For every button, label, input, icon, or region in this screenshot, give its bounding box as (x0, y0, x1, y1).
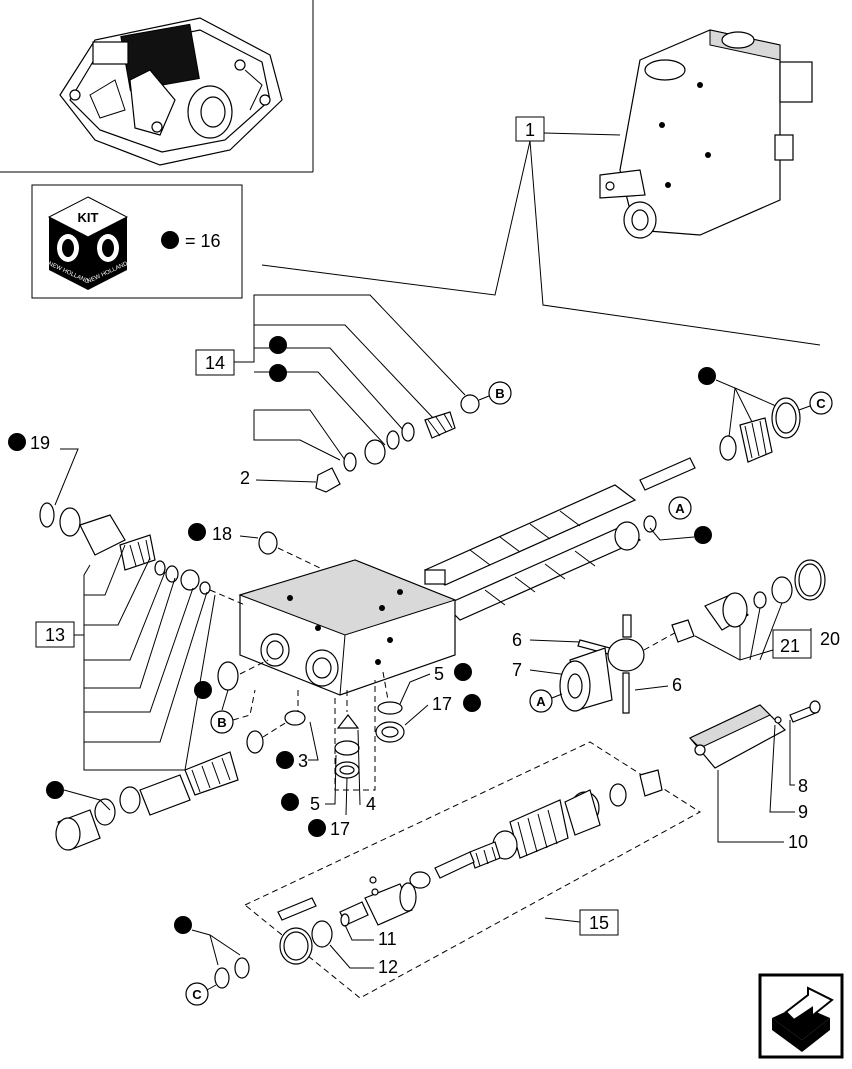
kit-legend: KIT NEW HOLLAND NEW HOLLAND = 16 (31, 184, 243, 299)
callout-1: 1 (525, 120, 535, 140)
callout-2: 2 (240, 468, 250, 488)
ref-c-lower: C (192, 987, 202, 1002)
callout-9: 9 (798, 802, 808, 822)
callout-8: 8 (798, 776, 808, 796)
overview-inset (0, 0, 314, 173)
callout-5-lower: 5 (310, 794, 320, 814)
callout-5-upper: 5 (434, 664, 444, 684)
spool-upper (423, 457, 696, 586)
ref-b-upper: B (495, 386, 504, 401)
kit-legend-value: = 16 (185, 231, 221, 251)
housing-overview-image (59, 17, 283, 166)
callout-19: 19 (30, 433, 50, 453)
callout-4: 4 (366, 794, 376, 814)
ref-b-lower: B (217, 715, 226, 730)
callout-21: 21 (780, 636, 800, 656)
callout-11: 11 (378, 929, 397, 949)
callout-14: 14 (205, 353, 225, 373)
callout-12: 12 (378, 957, 398, 977)
next-page-arrow-icon[interactable] (758, 973, 844, 1059)
solenoid-housing (689, 704, 786, 769)
callout-17-upper: 17 (432, 694, 452, 714)
kit-cube-icon: KIT NEW HOLLAND NEW HOLLAND (47, 196, 129, 290)
callout-6-lower: 6 (672, 675, 682, 695)
callout-20: 20 (820, 629, 840, 649)
ref-a-upper: A (675, 501, 685, 516)
callout-13: 13 (45, 625, 65, 645)
valve-body (238, 559, 457, 696)
ref-a-lower: A (536, 694, 546, 709)
callout-10: 10 (788, 832, 808, 852)
callout-6-upper: 6 (512, 630, 522, 650)
callout-17-lower: 17 (330, 819, 350, 839)
valve-section-image (599, 29, 813, 239)
ref-c-upper: C (816, 396, 826, 411)
kit-badge-text: KIT (78, 210, 99, 225)
callout-3: 3 (298, 751, 308, 771)
callout-7: 7 (512, 660, 522, 680)
callout-18: 18 (212, 524, 232, 544)
filled-circle-icon (161, 231, 179, 249)
callout-15: 15 (589, 913, 609, 933)
